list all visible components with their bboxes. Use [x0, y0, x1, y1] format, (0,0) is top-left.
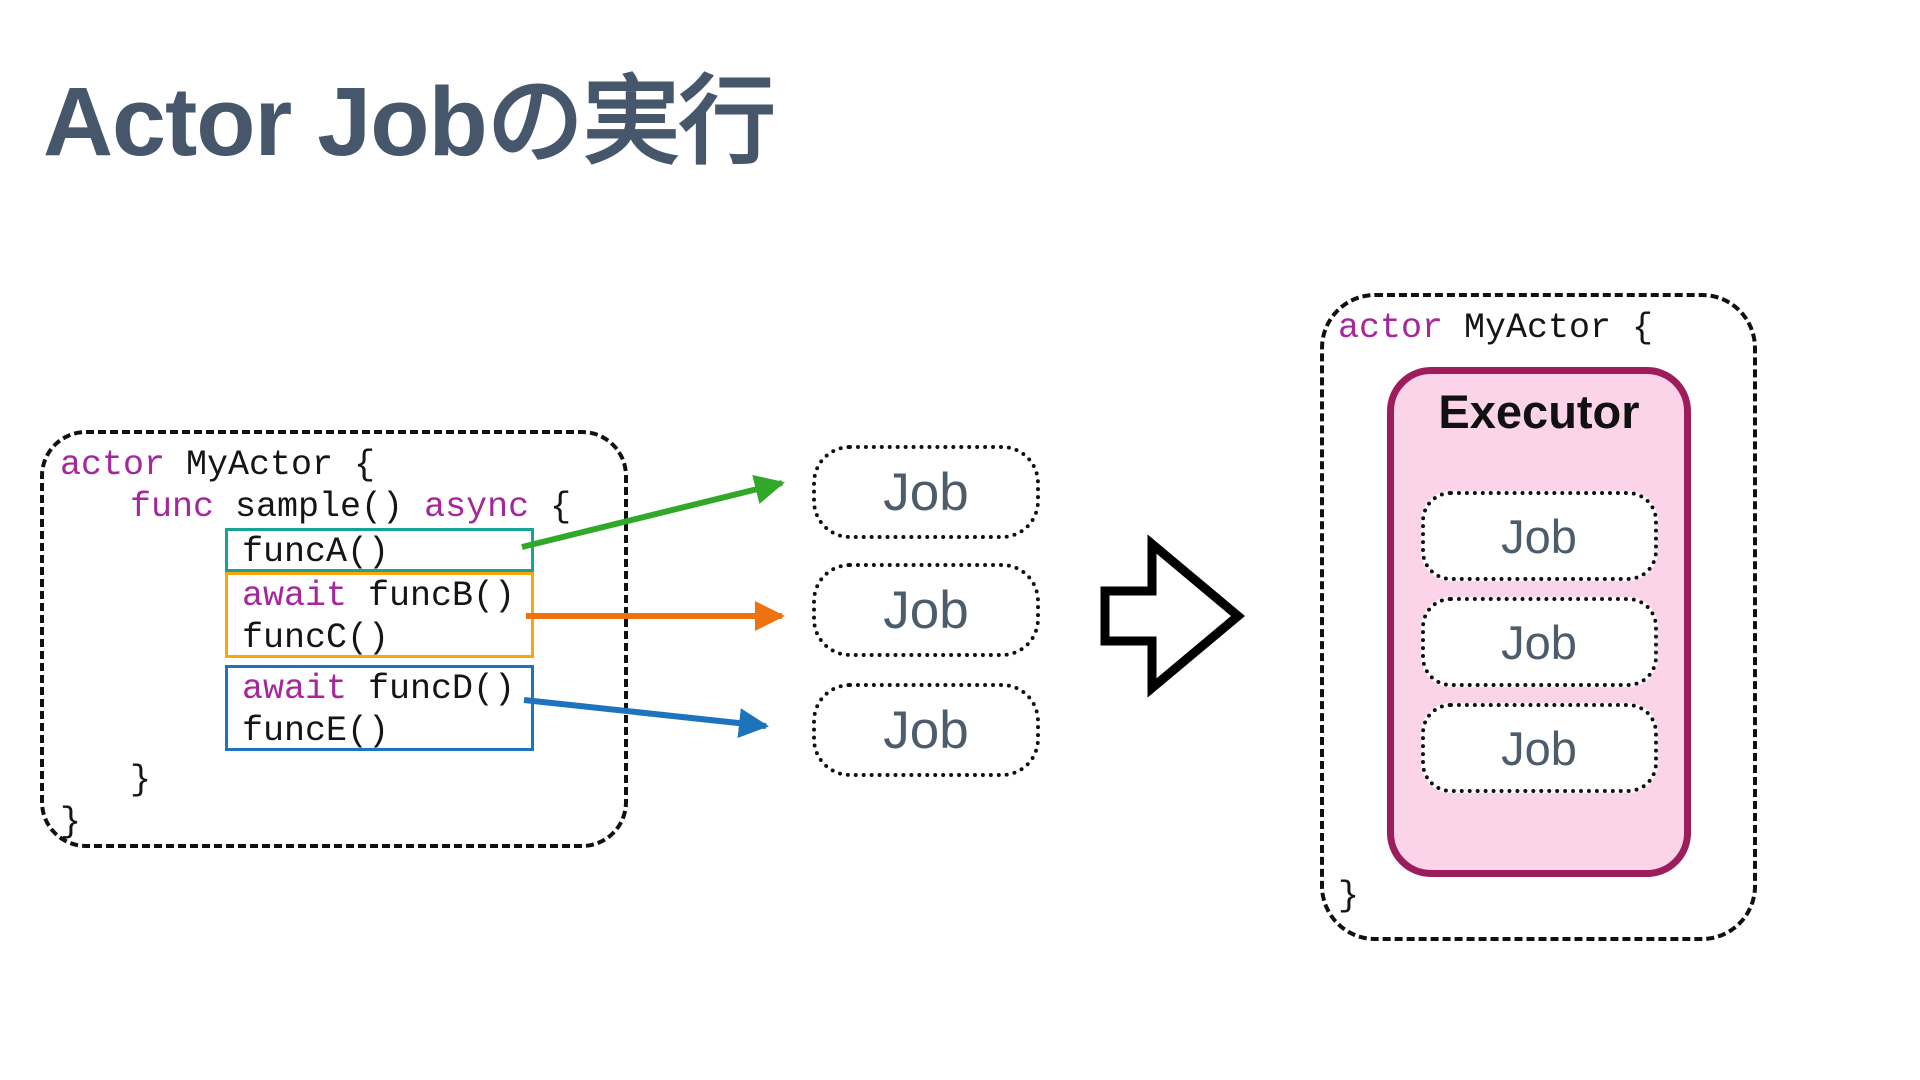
code-line-close-func: } — [130, 760, 152, 800]
call-funcB: funcB() — [347, 576, 516, 616]
middle-job-1: Job — [812, 445, 1040, 539]
keyword-await-d: await — [242, 669, 348, 709]
task-box-b: await funcB()funcC() — [225, 572, 534, 658]
code-line-func-sample: func sample() async { — [130, 486, 624, 528]
keyword-func: func — [130, 487, 215, 527]
task-partition-stack: funcA() await funcB()funcC() await funcD… — [225, 528, 534, 751]
right-code-line-actor-open: actor MyActor { — [1338, 307, 1653, 349]
task-box-a: funcA() — [225, 528, 534, 572]
executor-box: Executor Job Job Job — [1387, 367, 1691, 877]
code-line-actor-open: actor MyActor { — [60, 444, 624, 486]
keyword-actor: actor — [60, 445, 166, 485]
func-signature: sample() — [214, 487, 425, 527]
actor-name: MyActor { — [165, 445, 376, 485]
keyword-actor-right: actor — [1338, 308, 1444, 348]
executor-job-2: Job — [1420, 597, 1658, 687]
call-funcE: funcE() — [242, 711, 390, 751]
actor-name-right: MyActor { — [1443, 308, 1654, 348]
right-actor-box: actor MyActor { Executor Job Job Job } — [1320, 293, 1757, 941]
executor-label: Executor — [1438, 385, 1640, 438]
task-box-d: await funcD()funcE() — [225, 665, 534, 751]
executor-job-1: Job — [1420, 491, 1658, 581]
right-code-line-close: } — [1338, 876, 1360, 916]
left-actor-code-box: actor MyActor { func sample() async { fu… — [40, 430, 628, 848]
slide-title: Actor Jobの実行 — [43, 67, 776, 176]
call-funcA: funcA() — [242, 532, 390, 572]
middle-job-2: Job — [812, 563, 1040, 657]
call-funcC: funcC() — [242, 618, 390, 658]
keyword-await-b: await — [242, 576, 348, 616]
call-funcD: funcD() — [347, 669, 516, 709]
code-line-close-actor: } — [60, 802, 82, 842]
big-right-arrow-icon — [1100, 534, 1246, 698]
func-open-brace: { — [529, 487, 572, 527]
executor-job-3: Job — [1420, 703, 1658, 793]
keyword-async: async — [424, 487, 530, 527]
middle-job-3: Job — [812, 683, 1040, 777]
